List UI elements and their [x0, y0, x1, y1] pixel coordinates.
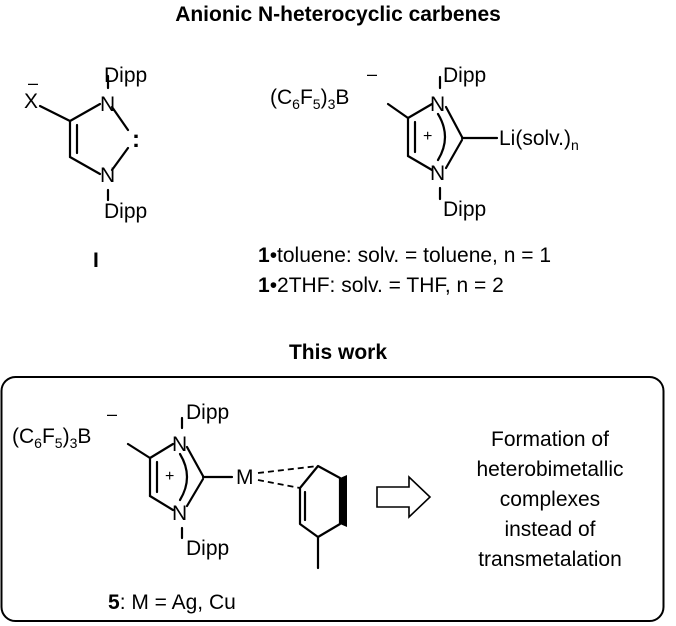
this-work-heading: This work [289, 341, 387, 364]
structure-1-dipp-top: Dipp [443, 64, 486, 87]
structure-1-borate: (C6F5)3B [270, 86, 349, 112]
structure-5-n-bottom: N [172, 502, 187, 525]
structure-5-borate-charge: – [107, 404, 117, 424]
structure-1-metal: Li(solv.)n [499, 127, 579, 153]
structure-5-metal: M [236, 466, 254, 489]
structure-1-variant-2: 1•2THF: solv. = THF, n = 2 [258, 274, 504, 297]
structure-5-caption: 5: M = Ag, Cu [108, 591, 236, 614]
structure-1-n-top: N [430, 93, 445, 116]
structure-5-n-top: N [172, 433, 187, 456]
structure-I-n-bottom: N [100, 164, 115, 187]
result-line-3: complexes [500, 488, 600, 511]
structure-I-n-top: N [100, 93, 115, 116]
structure-1-dipp-bottom: Dipp [443, 198, 486, 221]
structure-I-dipp-bottom: Dipp [104, 200, 147, 223]
scheme-title: Anionic N-heterocyclic carbenes [175, 3, 501, 26]
structure-1-borate-charge: – [367, 64, 377, 84]
structure-5: – (C6F5)3B N N + Dipp Dipp M 5: M = Ag, … [12, 401, 347, 614]
result-line-1: Formation of [491, 428, 609, 451]
structure-5-dipp-top: Dipp [186, 401, 229, 424]
open-right-arrow-icon [376, 475, 432, 519]
structure-1-ring-charge: + [423, 128, 432, 145]
result-text: Formation of heterobimetallic complexes … [476, 428, 623, 571]
structure-I-carbene: : [132, 126, 140, 153]
structure-1-n-bottom: N [430, 162, 445, 185]
structure-1-variant-1: 1•toluene: solv. = toluene, n = 1 [258, 244, 551, 267]
structure-5-ring-charge: + [165, 468, 174, 485]
structure-I: – X N N Dipp Dipp : I [24, 64, 147, 272]
result-line-4: instead of [504, 518, 595, 541]
result-line-5: transmetalation [478, 548, 622, 571]
structure-I-x: X [24, 90, 38, 113]
structure-5-dipp-bottom: Dipp [186, 537, 229, 560]
structure-5-borate: (C6F5)3B [12, 425, 91, 451]
this-work-box [0, 376, 665, 622]
structure-I-dipp-top: Dipp [104, 64, 147, 87]
structure-I-label: I [93, 249, 99, 272]
structure-1: – (C6F5)3B N N + Dipp Dipp Li(solv.)n 1•… [258, 64, 579, 297]
structure-I-charge: – [28, 73, 38, 93]
result-line-2: heterobimetallic [476, 458, 623, 481]
